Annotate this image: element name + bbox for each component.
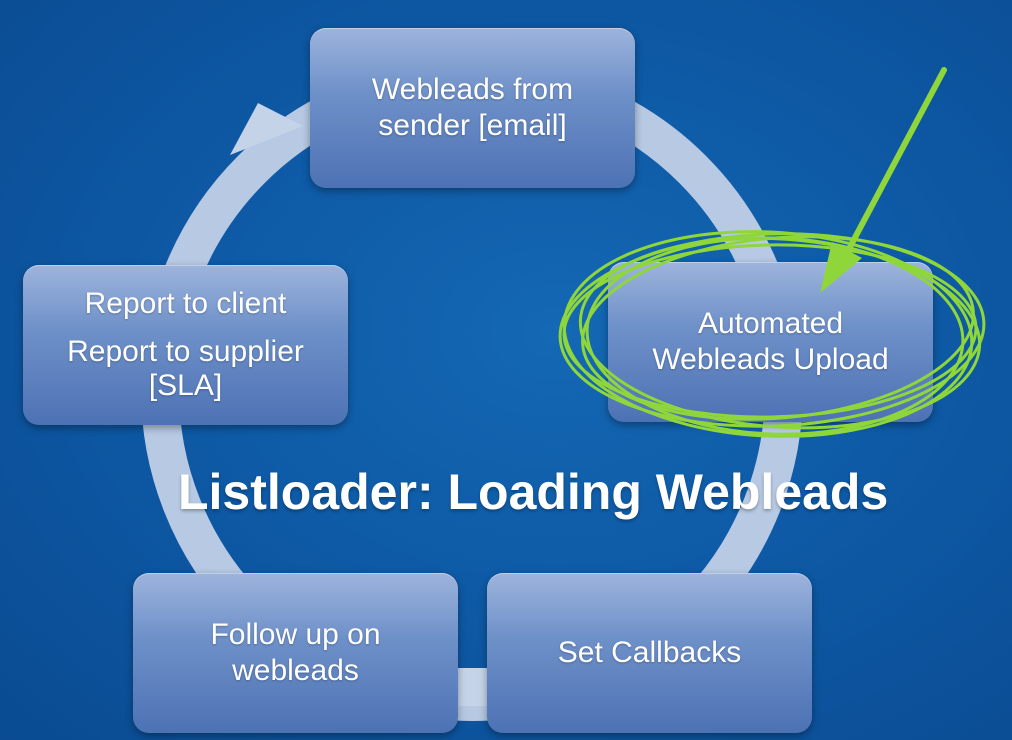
step-set-callbacks: Set Callbacks [487, 573, 812, 733]
step-label-line: Report to supplier [67, 335, 304, 368]
step-label-line: Follow up on [210, 618, 381, 651]
step-label-line: Set Callbacks [557, 636, 742, 669]
step-label-line: [SLA] [148, 369, 223, 402]
step-label-line: webleads [232, 654, 359, 687]
step-label-line: Webleads from [371, 73, 574, 106]
step-label-line: Report to client [84, 287, 287, 320]
step-label-line: Webleads Upload [652, 343, 889, 376]
step-webleads-from-sender: Webleads from sender [email] [310, 28, 635, 188]
step-label-line: sender [email] [378, 109, 567, 142]
step-label-line: Automated [697, 307, 844, 340]
step-follow-up-on-webleads: Follow up on webleads [133, 573, 458, 733]
step-automated-webleads-upload: Automated Webleads Upload [608, 262, 933, 422]
cycle-connector [452, 668, 492, 706]
step-report: Report to client Report to supplier [SLA… [23, 265, 348, 425]
slide-title: Listloader: Loading Webleads [178, 464, 889, 520]
cycle-arrowhead [230, 103, 303, 155]
